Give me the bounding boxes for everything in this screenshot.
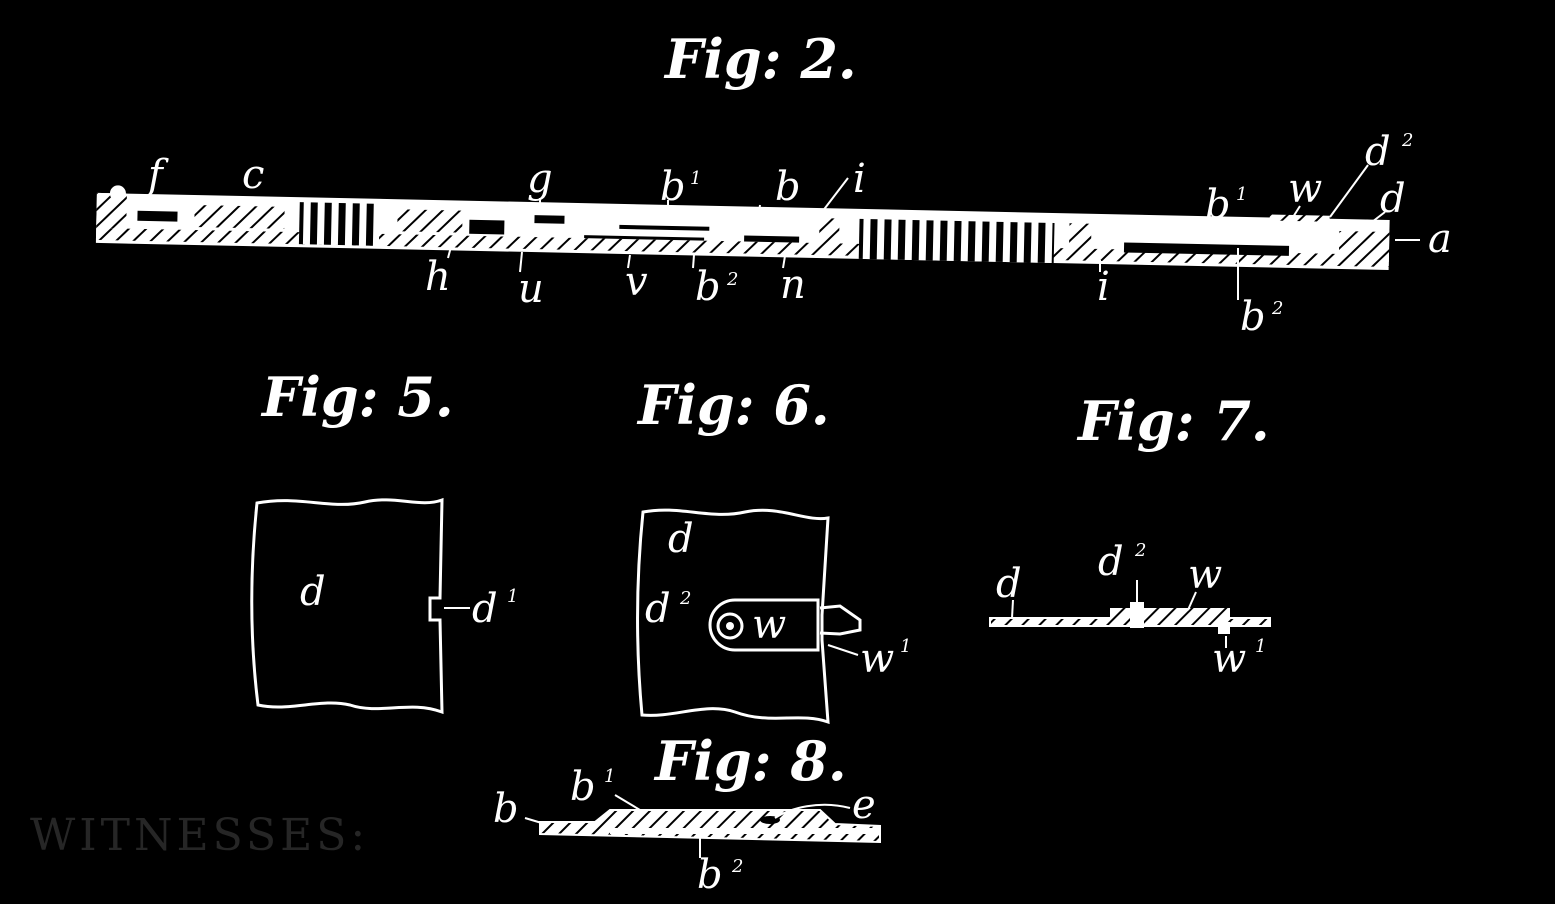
rule-piece-b [744,235,800,243]
fig8-b2-strip [610,828,880,834]
fig6-leader-w1 [827,644,859,656]
fig2-label-u: u [518,266,544,312]
fig8-label-b2: b [697,852,723,898]
fig6-rivet-d2 [716,612,744,640]
fig2-label-w: w [1288,166,1322,212]
fig2-label-b1-sup: 1 [690,168,701,189]
fig2-label-a: a [1428,216,1452,262]
fig2-label-b2-right: b [1240,294,1266,340]
rule-slide-b2 [584,235,705,241]
fig6-label-d2: d [645,586,671,632]
rule-piece-g [534,215,565,224]
rule-section-h [397,209,463,233]
fig6-plate-outline [636,508,830,725]
fig5-plate-outline [250,497,444,715]
rule-left-end [96,192,127,229]
fig6-tab-w1 [819,604,862,636]
fig8-section [539,809,881,844]
fig7-label-d2: d [1098,539,1124,585]
rule-break-1 [298,202,380,246]
fig8-group: Fig: 8. b b 1 e b 2 [493,729,881,898]
rule-slot-u [469,219,505,235]
fig6-label-w: w [752,602,786,648]
fig8-label-b: b [493,786,519,832]
rule-break-2 [858,218,1055,263]
fig2-label-g: g [527,156,553,202]
fig8-leader-e [774,803,851,819]
fig7-label-d2-sup: 2 [1134,540,1146,561]
fig2-label-b: b [775,164,801,210]
fig5-group: Fig: 5. d d 1 [250,365,518,715]
fig7-tab-w1 [1218,622,1230,634]
fig2-label-v: v [625,259,648,305]
fig2-label-c: c [242,152,264,198]
fig5-title: Fig: 5. [260,365,454,429]
fig6-tongue-w [708,598,820,652]
fig2-leader-lines [447,164,1420,300]
fig5-label-d1-sup: 1 [507,586,518,607]
fig8-label-b1-sup: 1 [604,766,615,787]
fig7-group: Fig: 7. d d 2 w w 1 [989,389,1271,682]
fig8-title: Fig: 8. [653,729,847,793]
fig7-label-w: w [1188,552,1222,598]
fig6-label-d2-sup: 2 [679,588,691,609]
rule-left-knob [109,185,126,202]
fig5-label-d: d [300,569,326,615]
fig7-label-w1-sup: 1 [1255,636,1266,657]
fig7-leader-d [1011,599,1014,619]
fig7-tongue-w [1110,608,1230,620]
fig7-title: Fig: 7. [1076,389,1270,453]
fig2-label-b1-right-sup: 1 [1236,184,1247,205]
rule-hatched-base [95,227,1389,268]
fig6-group: Fig: 6. d d 2 w w 1 [636,373,911,725]
fig6-label-d: d [668,516,694,562]
fig2-label-f: f [145,152,169,198]
rule-section-c [194,204,285,229]
fig2-title: Fig: 2. [663,27,857,91]
fig2-label-d2: d [1365,129,1391,175]
fig2-label-n: n [780,262,806,308]
rule-slot-f [137,210,178,222]
fig2-label-b2: b [695,264,721,310]
rule-right-end [1338,230,1390,263]
fig2-label-h: h [425,254,451,300]
fig7-label-w1: w [1212,636,1246,682]
fig2-label-i-lower: i [1097,264,1110,310]
fig2-label-b1: b [660,164,686,210]
fig5-label-d1: d [472,586,498,632]
fig7-rivet-d2 [1130,602,1144,628]
fig8-label-b1: b [570,764,596,810]
fig6-label-w1: w [860,636,894,682]
fig2-rule [95,185,1390,271]
fig2-label-b1-right: b [1205,182,1231,228]
fig2-label-d2-sup: 2 [1401,130,1413,151]
rule-slide-b1 [619,224,710,231]
rule-slot-b2 [1123,242,1290,256]
fig2-label-b2-right-sup: 2 [1271,298,1283,319]
fig7-leader-w [1187,591,1197,611]
fig8-leader-b [524,817,546,825]
fig6-rivet-center [726,622,734,630]
fig6-title: Fig: 6. [636,373,830,437]
fig2-label-i: i [853,156,866,202]
fig8-label-b2-sup: 2 [731,856,743,877]
fig2-group: Fig: 2. f c g [95,27,1452,340]
rule-section-i [1068,223,1092,254]
fig7-label-d: d [996,561,1022,607]
rule-tongue-w [1269,214,1330,222]
fig2-label-d: d [1380,176,1406,222]
fig6-label-w1-sup: 1 [900,636,911,657]
fig2-label-b2-sup: 2 [726,269,738,290]
fig8-leader-b1 [614,794,641,811]
rule-section-n [818,218,840,249]
fig8-label-e: e [852,782,876,828]
rule-right-knob [1360,219,1373,232]
witnesses-faint-text: WITNESSES: [30,810,369,861]
